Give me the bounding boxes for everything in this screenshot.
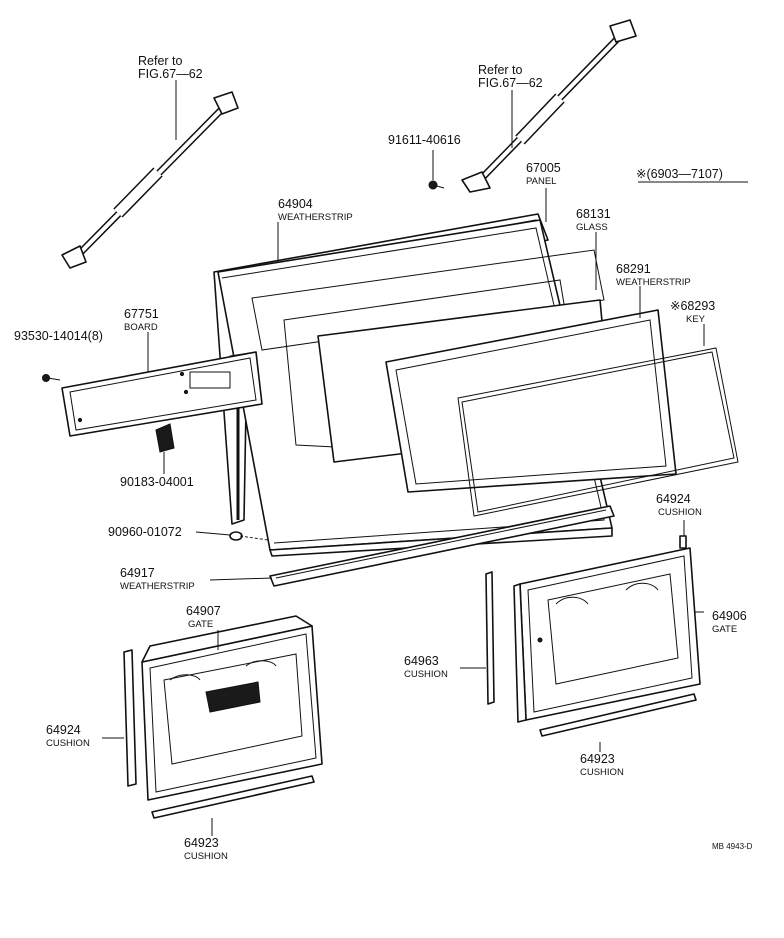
clip-90183 bbox=[155, 423, 175, 453]
bolt-91611 bbox=[428, 150, 445, 190]
gas-strut-left bbox=[61, 91, 239, 269]
ref-label-left-line1: Refer to bbox=[138, 54, 183, 68]
part-64906-name: GATE bbox=[712, 624, 737, 635]
weatherstrip-64917 bbox=[269, 505, 615, 587]
part-93530-number: 93530-14014(8) bbox=[14, 329, 103, 343]
cushion-64923-right bbox=[539, 693, 697, 737]
part-64917-number: 64917 bbox=[120, 566, 155, 580]
part-64924-right-number: 64924 bbox=[656, 492, 691, 506]
part-64924-left-name: CUSHION bbox=[46, 738, 90, 749]
part-68293-number: ※68293 bbox=[670, 299, 715, 313]
part-64963-number: 64963 bbox=[404, 654, 439, 668]
cushion-64924-right bbox=[679, 535, 687, 549]
drawing-code: MB 4943-D bbox=[712, 842, 753, 851]
part-68291-number: 68291 bbox=[616, 262, 651, 276]
part-67005-name: PANEL bbox=[526, 176, 556, 187]
applicability-note: ※(6903—7107) bbox=[636, 167, 723, 181]
part-68293-name: KEY bbox=[686, 314, 706, 325]
gate-64907 bbox=[141, 615, 323, 801]
part-64917-name: WEATHERSTRIP bbox=[120, 581, 195, 592]
ref-label-right-line1: Refer to bbox=[478, 63, 523, 77]
ref-label-left-line2: FIG.67—62 bbox=[138, 67, 203, 81]
gas-strut-right bbox=[461, 19, 637, 193]
part-64906-number: 64906 bbox=[712, 609, 747, 623]
part-64924-right-name: CUSHION bbox=[658, 507, 702, 518]
cushion-64924-left bbox=[123, 649, 137, 787]
part-67005-number: 67005 bbox=[526, 161, 561, 175]
part-64904-name: WEATHERSTRIP bbox=[278, 212, 353, 223]
part-90183-number: 90183-04001 bbox=[120, 475, 194, 489]
key-68293 bbox=[457, 347, 739, 517]
part-64923-left-number: 64923 bbox=[184, 836, 219, 850]
part-90960-number: 90960-01072 bbox=[108, 525, 182, 539]
ref-label-right-line2: FIG.67—62 bbox=[478, 76, 543, 90]
part-64963-name: CUSHION bbox=[404, 669, 448, 680]
part-68291-name: WEATHERSTRIP bbox=[616, 277, 691, 288]
part-64904-number: 64904 bbox=[278, 197, 313, 211]
part-64923-right-number: 64923 bbox=[580, 752, 615, 766]
part-64923-left-name: CUSHION bbox=[184, 851, 228, 862]
cushion-64923-left bbox=[151, 775, 315, 819]
cushion-64963 bbox=[485, 571, 495, 705]
screw-93530 bbox=[42, 374, 61, 382]
part-64907-name: GATE bbox=[188, 619, 213, 630]
weatherstrip-68291 bbox=[385, 309, 677, 493]
part-64924-left-number: 64924 bbox=[46, 723, 81, 737]
part-64907-number: 64907 bbox=[186, 604, 221, 618]
part-68131-number: 68131 bbox=[576, 207, 611, 221]
part-67751-number: 67751 bbox=[124, 307, 159, 321]
bolt-number-label: 91611-40616 bbox=[388, 133, 461, 147]
board-67751 bbox=[61, 351, 263, 437]
gate-64906 bbox=[513, 547, 701, 723]
leader-lines bbox=[102, 80, 748, 836]
part-67751-name: BOARD bbox=[124, 322, 158, 333]
part-64923-right-name: CUSHION bbox=[580, 767, 624, 778]
part-68131-name: GLASS bbox=[576, 222, 608, 233]
